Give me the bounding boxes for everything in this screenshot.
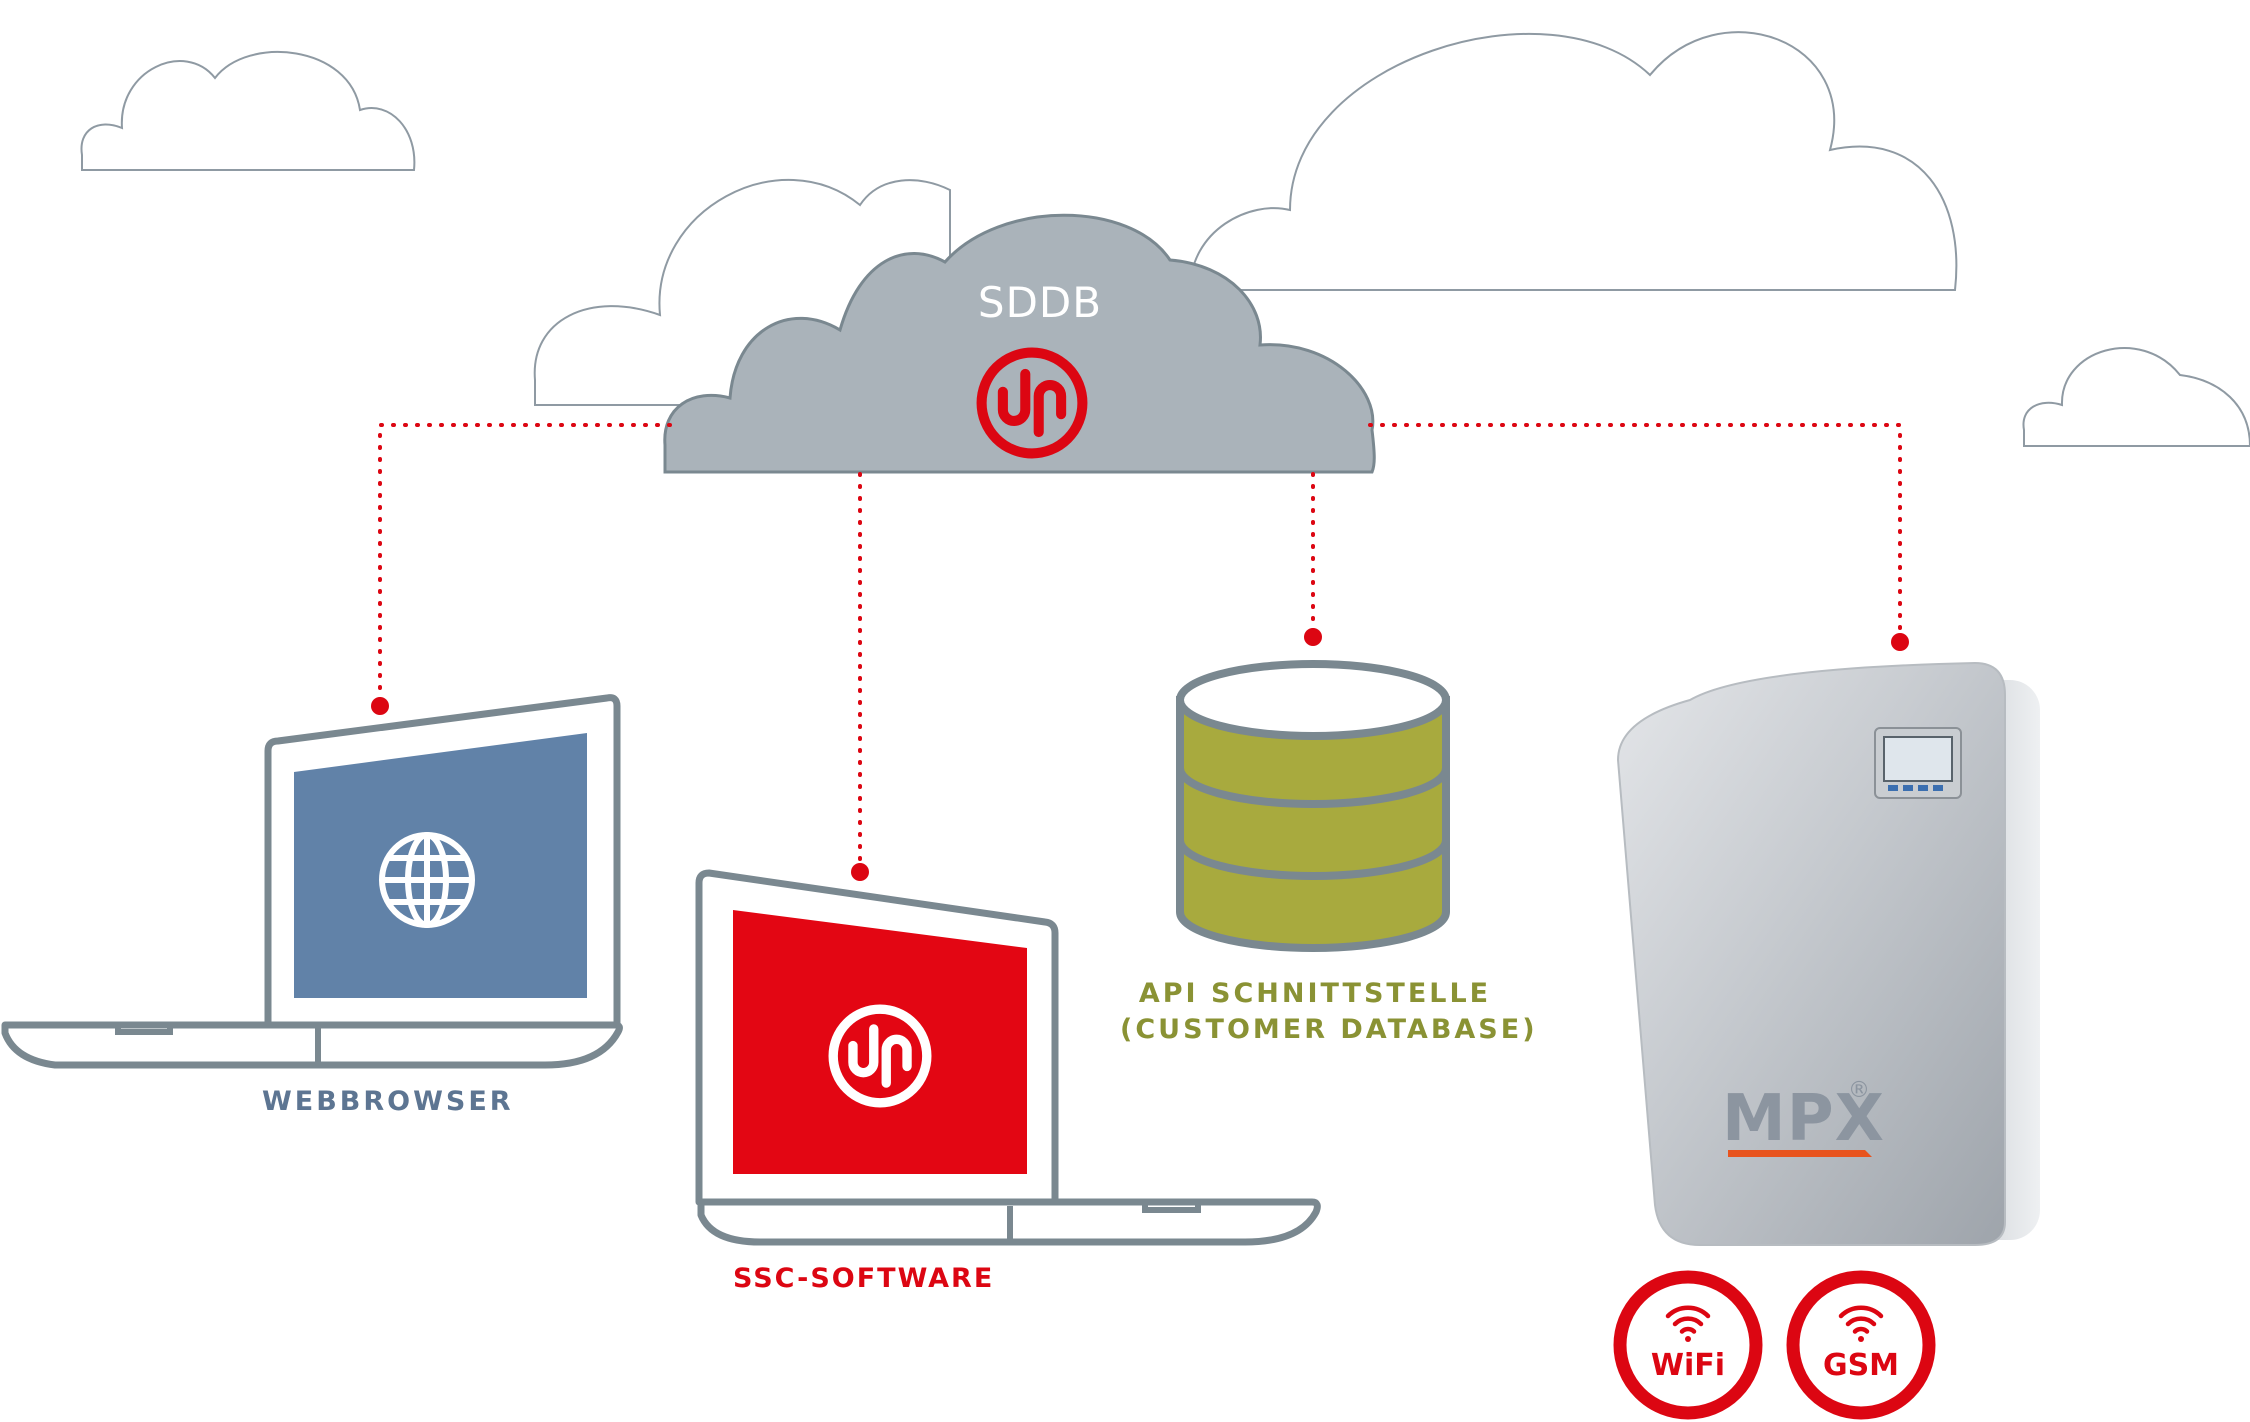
- connector-endpoints: [371, 628, 1909, 881]
- laptop-webbrowser-screen: [294, 733, 587, 998]
- cloud-outline-3: [1188, 31, 1958, 291]
- api-label-line1: API SCHNITTSTELLE: [1138, 978, 1492, 1009]
- endpoint-ssc: [851, 863, 869, 881]
- sddb-label: SDDB: [977, 278, 1103, 327]
- mpx-registered-mark: ®: [1848, 1078, 1870, 1103]
- globe-icon: [379, 832, 475, 928]
- mpx-device: [1616, 661, 2040, 1246]
- mpx-brand-text: MPX: [1722, 1082, 1885, 1156]
- ssc-software-label: SSC-SOFTWARE: [733, 1263, 995, 1294]
- laptop-webbrowser-base: [1, 1021, 623, 1069]
- connectors: [378, 423, 1902, 872]
- laptop-ssc: [695, 869, 1321, 1246]
- wifi-badge-label: WiFi: [1650, 1348, 1726, 1383]
- laptop-webbrowser-notch: [115, 1025, 173, 1035]
- connector-device: [1368, 423, 1902, 640]
- sddb-cloud-shape: [663, 213, 1376, 474]
- sddb-cloud: [663, 213, 1376, 474]
- webbrowser-label: WEBBROWSER: [262, 1086, 514, 1117]
- laptop-ssc-notch: [1142, 1202, 1201, 1213]
- gsm-badge-label: GSM: [1822, 1348, 1900, 1383]
- mpx-brand-underline: [1728, 1150, 1872, 1157]
- laptop-ssc-screen: [733, 910, 1027, 1174]
- database-ring-2: [1176, 839, 1450, 880]
- cloud-outline-4: [2022, 347, 2250, 447]
- mpx-display: [1883, 736, 1953, 782]
- gsm-badge: [1786, 1270, 1936, 1420]
- laptop-webbrowser: [1, 694, 623, 1069]
- endpoint-webbrowser: [371, 697, 389, 715]
- wifi-badge: [1613, 1270, 1763, 1420]
- api-label-line2: (CUSTOMER DATABASE): [1120, 1014, 1538, 1045]
- api-label: API SCHNITTSTELLE (CUSTOMER DATABASE): [1120, 976, 1538, 1048]
- database-body: [1176, 696, 1450, 952]
- database-top: [1176, 660, 1450, 740]
- endpoint-device: [1891, 633, 1909, 651]
- mpx-device-body: [1616, 661, 2006, 1246]
- endpoint-api: [1304, 628, 1322, 646]
- cloud-outline-1: [80, 50, 416, 171]
- database-icon: [1176, 660, 1450, 952]
- mpx-display-buttons: [1888, 785, 1943, 791]
- connector-webbrowser: [378, 423, 672, 702]
- database-ring-1: [1176, 767, 1450, 808]
